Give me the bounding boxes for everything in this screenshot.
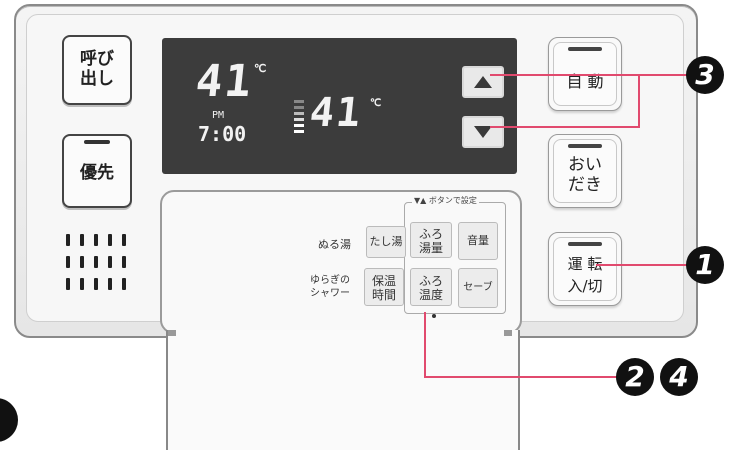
hinge-left [168,330,176,336]
call-button-label-1: 呼び [80,49,114,69]
clock-time: 7:00 [198,122,247,146]
up-button[interactable] [462,66,504,98]
power-indicator [568,242,602,246]
down-button[interactable] [462,116,504,148]
power-label-1: 運 転 [567,255,603,273]
keep-warm-label-2: 時間 [371,288,396,302]
callout-badge-3: 3 [686,56,724,94]
save-button[interactable]: セーブ [458,268,498,308]
button-cover-area [160,190,522,334]
callout-line-24b [424,376,620,378]
callout-badge-2: 2 [616,358,654,396]
nuruyu-button[interactable]: ぬる湯 [318,238,351,251]
speaker-grille [66,234,136,300]
bath-temp: 41 [307,90,365,136]
hot-water-temp-unit: ℃ [254,62,267,75]
bath-volume-label-1: ふろ [418,227,443,241]
reheat-label-1: おい [568,155,602,175]
indicator-dot [432,314,436,318]
yuragi-label-2: シャワー [310,288,350,299]
reheat-indicator [568,144,602,148]
keep-warm-time-button[interactable]: 保温 時間 [364,268,404,306]
priority-button[interactable]: 優先 [62,134,132,208]
partial-badge [0,398,18,442]
tashiyu-button[interactable]: たし湯 [366,226,406,258]
bath-temp-button[interactable]: ふろ 温度 [410,268,452,306]
keep-warm-label-1: 保温 [371,274,396,288]
ampm-indicator: PM [212,110,225,121]
callout-line-1 [596,264,688,266]
auto-button-label: 自 動 [566,72,604,91]
callout-line-24a [424,312,426,378]
power-label-2: 入/切 [567,277,603,295]
bath-volume-button[interactable]: ふろ 湯量 [410,222,452,258]
hinge-right [504,330,512,336]
callout-line-3c [638,74,640,128]
bath-volume-label-2: 湯量 [418,241,443,255]
bath-level-gauge-icon [294,100,304,140]
call-button-label-2: 出し [80,69,114,89]
sound-volume-button[interactable]: 音量 [458,222,498,260]
triangle-up-icon [474,76,492,88]
hot-water-temp: 41 [193,56,256,107]
cover-lid [166,330,520,450]
lcd-display: 41 ℃ PM 7:00 41 ℃ [162,38,517,174]
reheat-label-2: だき [568,175,602,195]
triangle-down-icon [474,126,492,138]
priority-button-label: 優先 [80,163,114,183]
bath-temp-unit: ℃ [370,98,382,109]
bath-temp-label-2: 温度 [418,288,443,302]
call-button[interactable]: 呼び 出し [62,35,132,105]
yuragi-label-1: ゆらぎの [310,275,350,286]
auto-indicator [568,47,602,51]
callout-badge-4: 4 [660,358,698,396]
reheat-button[interactable]: おい だき [548,134,622,208]
callout-line-3b [490,126,640,128]
yuragi-shower-button[interactable]: ゆらぎの シャワー [310,274,350,300]
power-button[interactable]: 運 転 入/切 [548,232,622,306]
callout-badge-1: 1 [686,246,724,284]
setting-hint: ▼▲ ボタンで設定 [412,195,479,206]
bath-temp-label-1: ふろ [418,274,443,288]
callout-line-3a [490,74,690,76]
priority-indicator [84,140,110,144]
